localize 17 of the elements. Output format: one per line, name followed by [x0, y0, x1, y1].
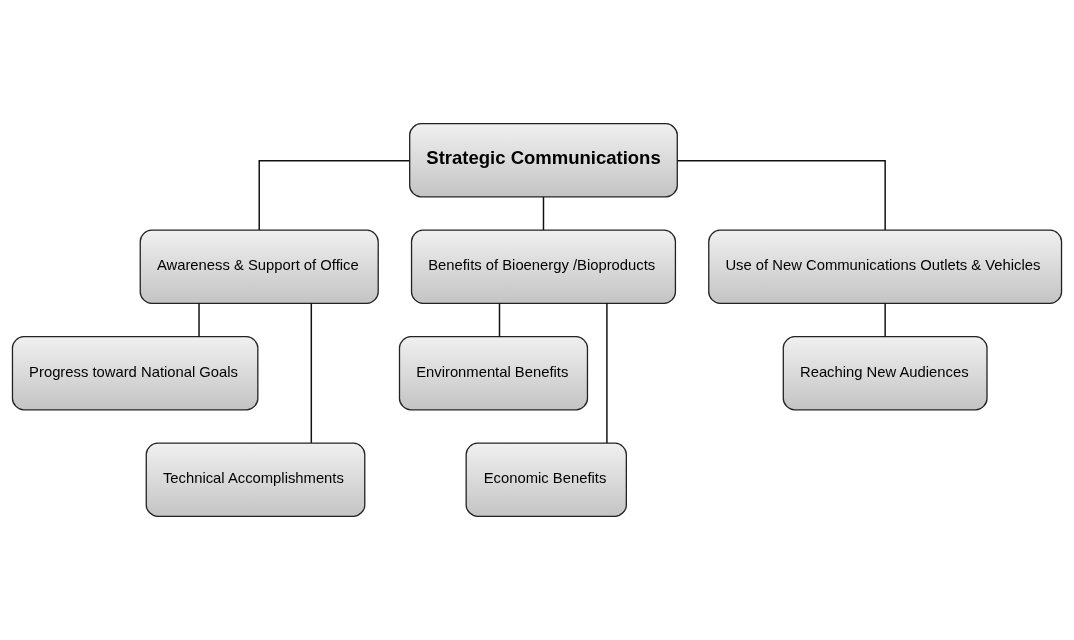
node-box: Benefits of Bioenergy /Bioproducts [410, 229, 677, 304]
node-box: Technical Accomplishments [145, 442, 366, 517]
connector [606, 302, 608, 444]
connector [198, 302, 200, 338]
connector [498, 302, 501, 338]
node-box: Awareness & Support of Office [139, 229, 379, 304]
connector [676, 160, 886, 231]
node-box: Reaching New Audiences [782, 336, 988, 411]
node-box: Strategic Communications [409, 123, 678, 198]
connector [542, 196, 545, 231]
node-box: Environmental Benefits [398, 336, 589, 411]
connector [258, 160, 411, 231]
node-box: Progress toward National Goals [11, 336, 259, 411]
node-box: Economic Benefits [465, 442, 627, 517]
node-box: Use of New Communications Outlets & Vehicles [708, 229, 1063, 304]
connector [310, 302, 313, 444]
connector [884, 302, 886, 338]
